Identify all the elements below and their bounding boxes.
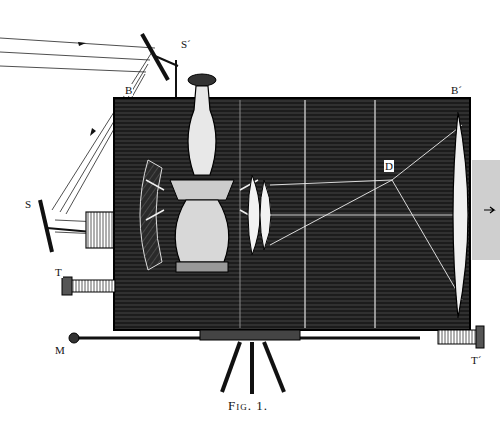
part-letter: S	[24, 198, 32, 210]
tube	[70, 280, 115, 292]
lantern-body	[114, 98, 470, 330]
mirror	[142, 34, 178, 98]
lamp	[146, 74, 258, 272]
tripod	[222, 342, 284, 394]
objective-lens	[453, 112, 468, 318]
part-letter: T	[54, 266, 63, 278]
part-letter: M	[54, 344, 66, 356]
condenser-lens	[248, 175, 260, 255]
light-cone	[270, 125, 462, 300]
figure-caption: Fig. 1.	[226, 398, 270, 414]
part-letter: D	[384, 160, 394, 172]
light-beam	[472, 160, 500, 260]
part-letter: S´	[180, 38, 192, 50]
reflector	[140, 160, 162, 270]
part-letter: T´	[470, 354, 482, 366]
ray-arrows	[78, 42, 96, 136]
condenser-lens	[260, 180, 271, 250]
lens-tube	[86, 212, 116, 248]
tube	[438, 330, 478, 344]
part-letter: B	[124, 84, 133, 96]
mirror	[40, 200, 92, 252]
part-letter: B´	[450, 84, 463, 96]
